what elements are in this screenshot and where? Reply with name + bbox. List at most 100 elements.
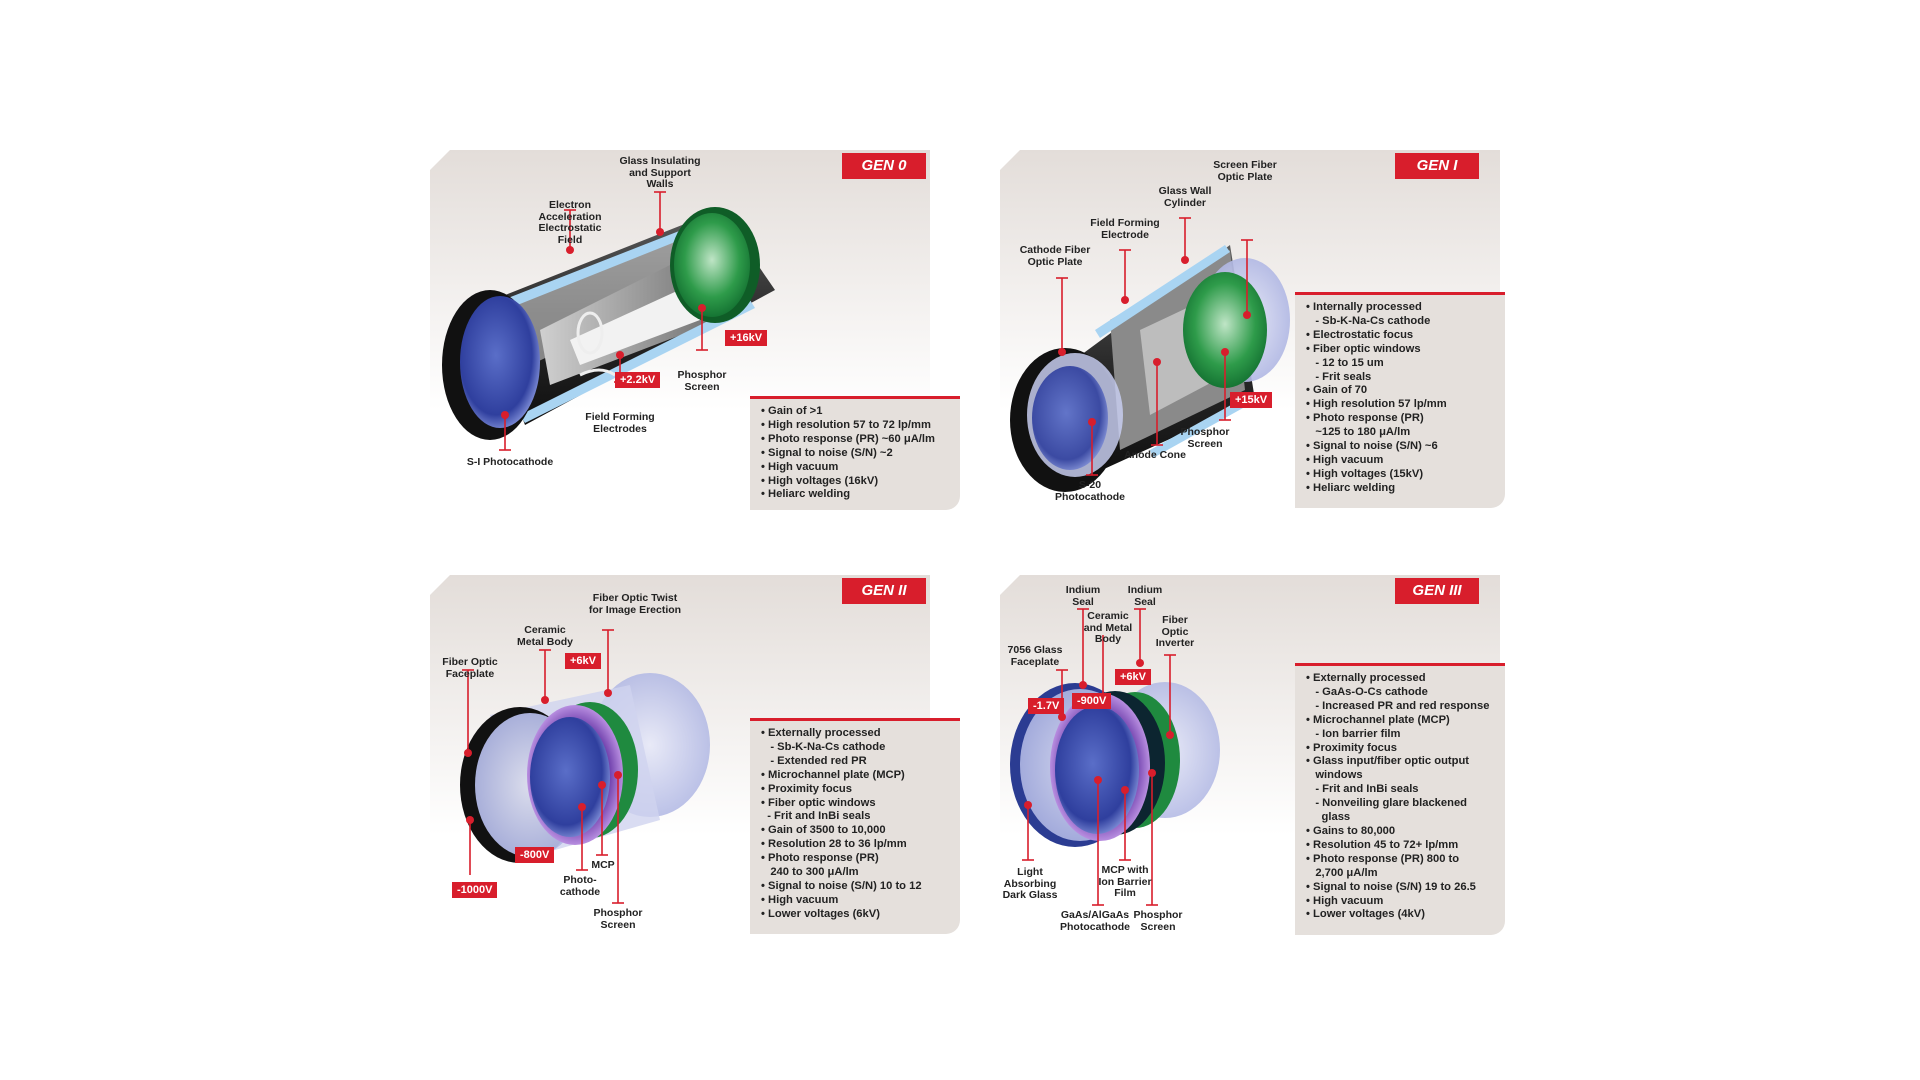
gen3-label-phosphor-screen: Phosphor Screen: [1133, 909, 1183, 933]
gen3-label-indium-seal-2: Indium Seal: [1127, 584, 1163, 608]
spec-item: • Gains to 80,000: [1306, 824, 1396, 837]
gen2-label-fiber-twist: Fiber Optic Twist for Image Erection: [588, 592, 682, 616]
spec-item: • Glass input/fiber optic output: [1306, 755, 1470, 768]
spec-item: - Frit and InBi seals: [1306, 783, 1419, 796]
spec-item: • Fiber optic windows: [1306, 342, 1421, 355]
spec-item: • Fiber optic windows: [761, 796, 876, 809]
spec-item: • Photo response (PR) ~60 μA/lm: [761, 432, 935, 445]
gen0-voltage-16kv: +16kV: [725, 330, 768, 346]
spec-item: - Sb-K-Na-Cs cathode: [1306, 314, 1431, 327]
gen2-voltage-6kv: +6kV: [565, 653, 601, 669]
spec-item: • Signal to noise (S/N) 19 to 26.5: [1306, 880, 1476, 893]
spec-item: - Increased PR and red response: [1306, 699, 1490, 712]
gen0-tag: GEN 0: [842, 153, 926, 179]
gen2-specs-list: • Externally processed - Sb-K-Na-Cs cath…: [761, 727, 950, 922]
spec-item: - Sb-K-Na-Cs cathode: [761, 740, 886, 753]
spec-item: - GaAs-O-Cs cathode: [1306, 685, 1428, 698]
gen2-panel: GEN II Fiber Optic Twist for Image Erect…: [430, 575, 960, 955]
spec-item: • Proximity focus: [761, 782, 852, 795]
spec-item: • Lower voltages (6kV): [761, 907, 880, 920]
spec-item: - 12 to 15 um: [1306, 356, 1384, 369]
spec-item: • High resolution 57 to 72 lp/mm: [761, 418, 931, 431]
spec-item: • High vacuum: [761, 893, 839, 906]
spec-item: 2,700 μA/lm: [1306, 866, 1378, 879]
spec-item: • High resolution 57 lp/mm: [1306, 398, 1447, 411]
spec-item: • High vacuum: [1306, 894, 1384, 907]
gen1-voltage-15kv: +15kV: [1230, 392, 1273, 408]
spec-item: - Extended red PR: [761, 754, 867, 767]
gen3-label-glass-faceplate: 7056 Glass Faceplate: [1007, 644, 1063, 668]
gen3-label-mcp-film: MCP with Ion Barrier Film: [1098, 864, 1152, 899]
gen0-label-phosphor-screen: Phosphor Screen: [677, 369, 727, 393]
gen1-label-anode-cone: Anode Cone: [1124, 449, 1186, 461]
gen1-label-glass-wall: Glass Wall Cylinder: [1158, 185, 1212, 209]
gen3-label-indium-seal-1: Indium Seal: [1065, 584, 1101, 608]
gen1-label-phosphor-screen: Phosphor Screen: [1180, 426, 1230, 450]
gen2-specs-box: • Externally processed - Sb-K-Na-Cs cath…: [750, 718, 960, 934]
gen0-diagram: [442, 191, 775, 451]
gen3-label-fiber-inverter: Fiber Optic Inverter: [1155, 614, 1195, 649]
gen0-label-glass-walls: Glass Insulating and Support Walls: [619, 155, 701, 190]
gen0-label-electron-field: Electron Acceleration Electrostatic Fiel…: [538, 199, 602, 246]
spec-item: • Heliarc welding: [1306, 481, 1396, 494]
gen1-label-field-electrode: Field Forming Electrode: [1090, 217, 1160, 241]
gen1-label-s20-photocathode: S-20 Photocathode: [1055, 479, 1125, 503]
gen2-diagram: [460, 629, 710, 904]
spec-item: 240 to 300 μA/lm: [761, 866, 859, 879]
gen3-diagram: [1010, 608, 1220, 906]
spec-item: • Externally processed: [1306, 672, 1426, 684]
spec-item: • High voltages (15kV): [1306, 467, 1424, 480]
gen0-specs-list: • Gain of >1• High resolution 57 to 72 l…: [761, 405, 950, 502]
spec-item: • Gain of 70: [1306, 384, 1368, 397]
spec-item: - Ion barrier film: [1306, 727, 1401, 740]
spec-item: • High vacuum: [1306, 453, 1384, 466]
gen1-specs-box: • Internally processed - Sb-K-Na-Cs cath…: [1295, 292, 1505, 508]
spec-item: • Resolution 45 to 72+ lp/mm: [1306, 838, 1459, 851]
gen0-specs-box: • Gain of >1• High resolution 57 to 72 l…: [750, 396, 960, 510]
spec-item: • Proximity focus: [1306, 741, 1397, 754]
spec-item: glass: [1306, 811, 1351, 824]
spec-item: • Heliarc welding: [761, 488, 851, 501]
gen3-label-ceramic-body: Ceramic and Metal Body: [1083, 610, 1133, 645]
spec-item: • Photo response (PR) 800 to: [1306, 852, 1460, 865]
gen2-label-ceramic-body: Ceramic Metal Body: [516, 624, 573, 648]
spec-item: • Signal to noise (S/N) ~2: [761, 446, 893, 459]
spec-item: - Nonveiling glare blackened: [1306, 797, 1468, 810]
gen2-label-mcp: MCP: [591, 859, 615, 871]
spec-item: • Microchannel plate (MCP): [1306, 713, 1450, 726]
spec-item: • Photo response (PR): [1306, 412, 1424, 425]
gen1-label-screen-fiber: Screen Fiber Optic Plate: [1213, 159, 1277, 183]
gen3-label-light-absorbing: Light Absorbing Dark Glass: [1002, 866, 1058, 901]
gen0-label-field-electrodes: Field Forming Electrodes: [585, 411, 655, 435]
gen3-panel: GEN III Indium Seal Indium Seal Ceramic …: [1000, 575, 1510, 955]
spec-item: - Frit seals: [1306, 370, 1372, 383]
spec-item: • Signal to noise (S/N) ~6: [1306, 440, 1438, 453]
spec-item: • Internally processed: [1306, 301, 1422, 313]
gen2-voltage-800v: -800V: [515, 847, 555, 863]
spec-item: • High voltages (16kV): [761, 474, 879, 487]
gen2-label-phosphor-screen: Phosphor Screen: [593, 907, 643, 931]
spec-item: - Frit and InBi seals: [761, 810, 871, 823]
spec-item: • Electrostatic focus: [1306, 328, 1414, 341]
gen0-voltage-2-2kv: +2.2kV: [615, 372, 661, 388]
spec-item: • High vacuum: [761, 460, 839, 473]
gen1-tag: GEN I: [1395, 153, 1479, 179]
gen1-panel: GEN I Screen Fiber Optic Plate Gl: [1000, 150, 1510, 530]
gen1-specs-list: • Internally processed - Sb-K-Na-Cs cath…: [1306, 301, 1495, 496]
gen3-specs-list: • Externally processed - GaAs-O-Cs catho…: [1306, 672, 1495, 922]
gen3-voltage-1-7v: -1.7V: [1028, 698, 1065, 714]
spec-item: • Photo response (PR): [761, 852, 879, 865]
spec-item: • Lower voltages (4kV): [1306, 908, 1425, 921]
gen2-tag: GEN II: [842, 578, 926, 604]
gen0-panel: GEN 0 Glass Insulating and Supp: [430, 150, 960, 530]
gen0-label-photocathode: S-I Photocathode: [466, 456, 554, 468]
gen3-voltage-6kv: +6kV: [1115, 669, 1151, 685]
gen2-voltage-1000v: -1000V: [452, 882, 498, 898]
spec-item: • Externally processed: [761, 727, 881, 739]
gen3-tag: GEN III: [1395, 578, 1479, 604]
gen1-label-cathode-fiber: Cathode Fiber Optic Plate: [1019, 244, 1091, 268]
spec-item: windows: [1306, 769, 1363, 782]
gen2-label-photocathode: Photo- cathode: [559, 874, 601, 898]
spec-item: • Resolution 28 to 36 lp/mm: [761, 838, 907, 851]
gen3-voltage-900v: -900V: [1072, 693, 1112, 709]
